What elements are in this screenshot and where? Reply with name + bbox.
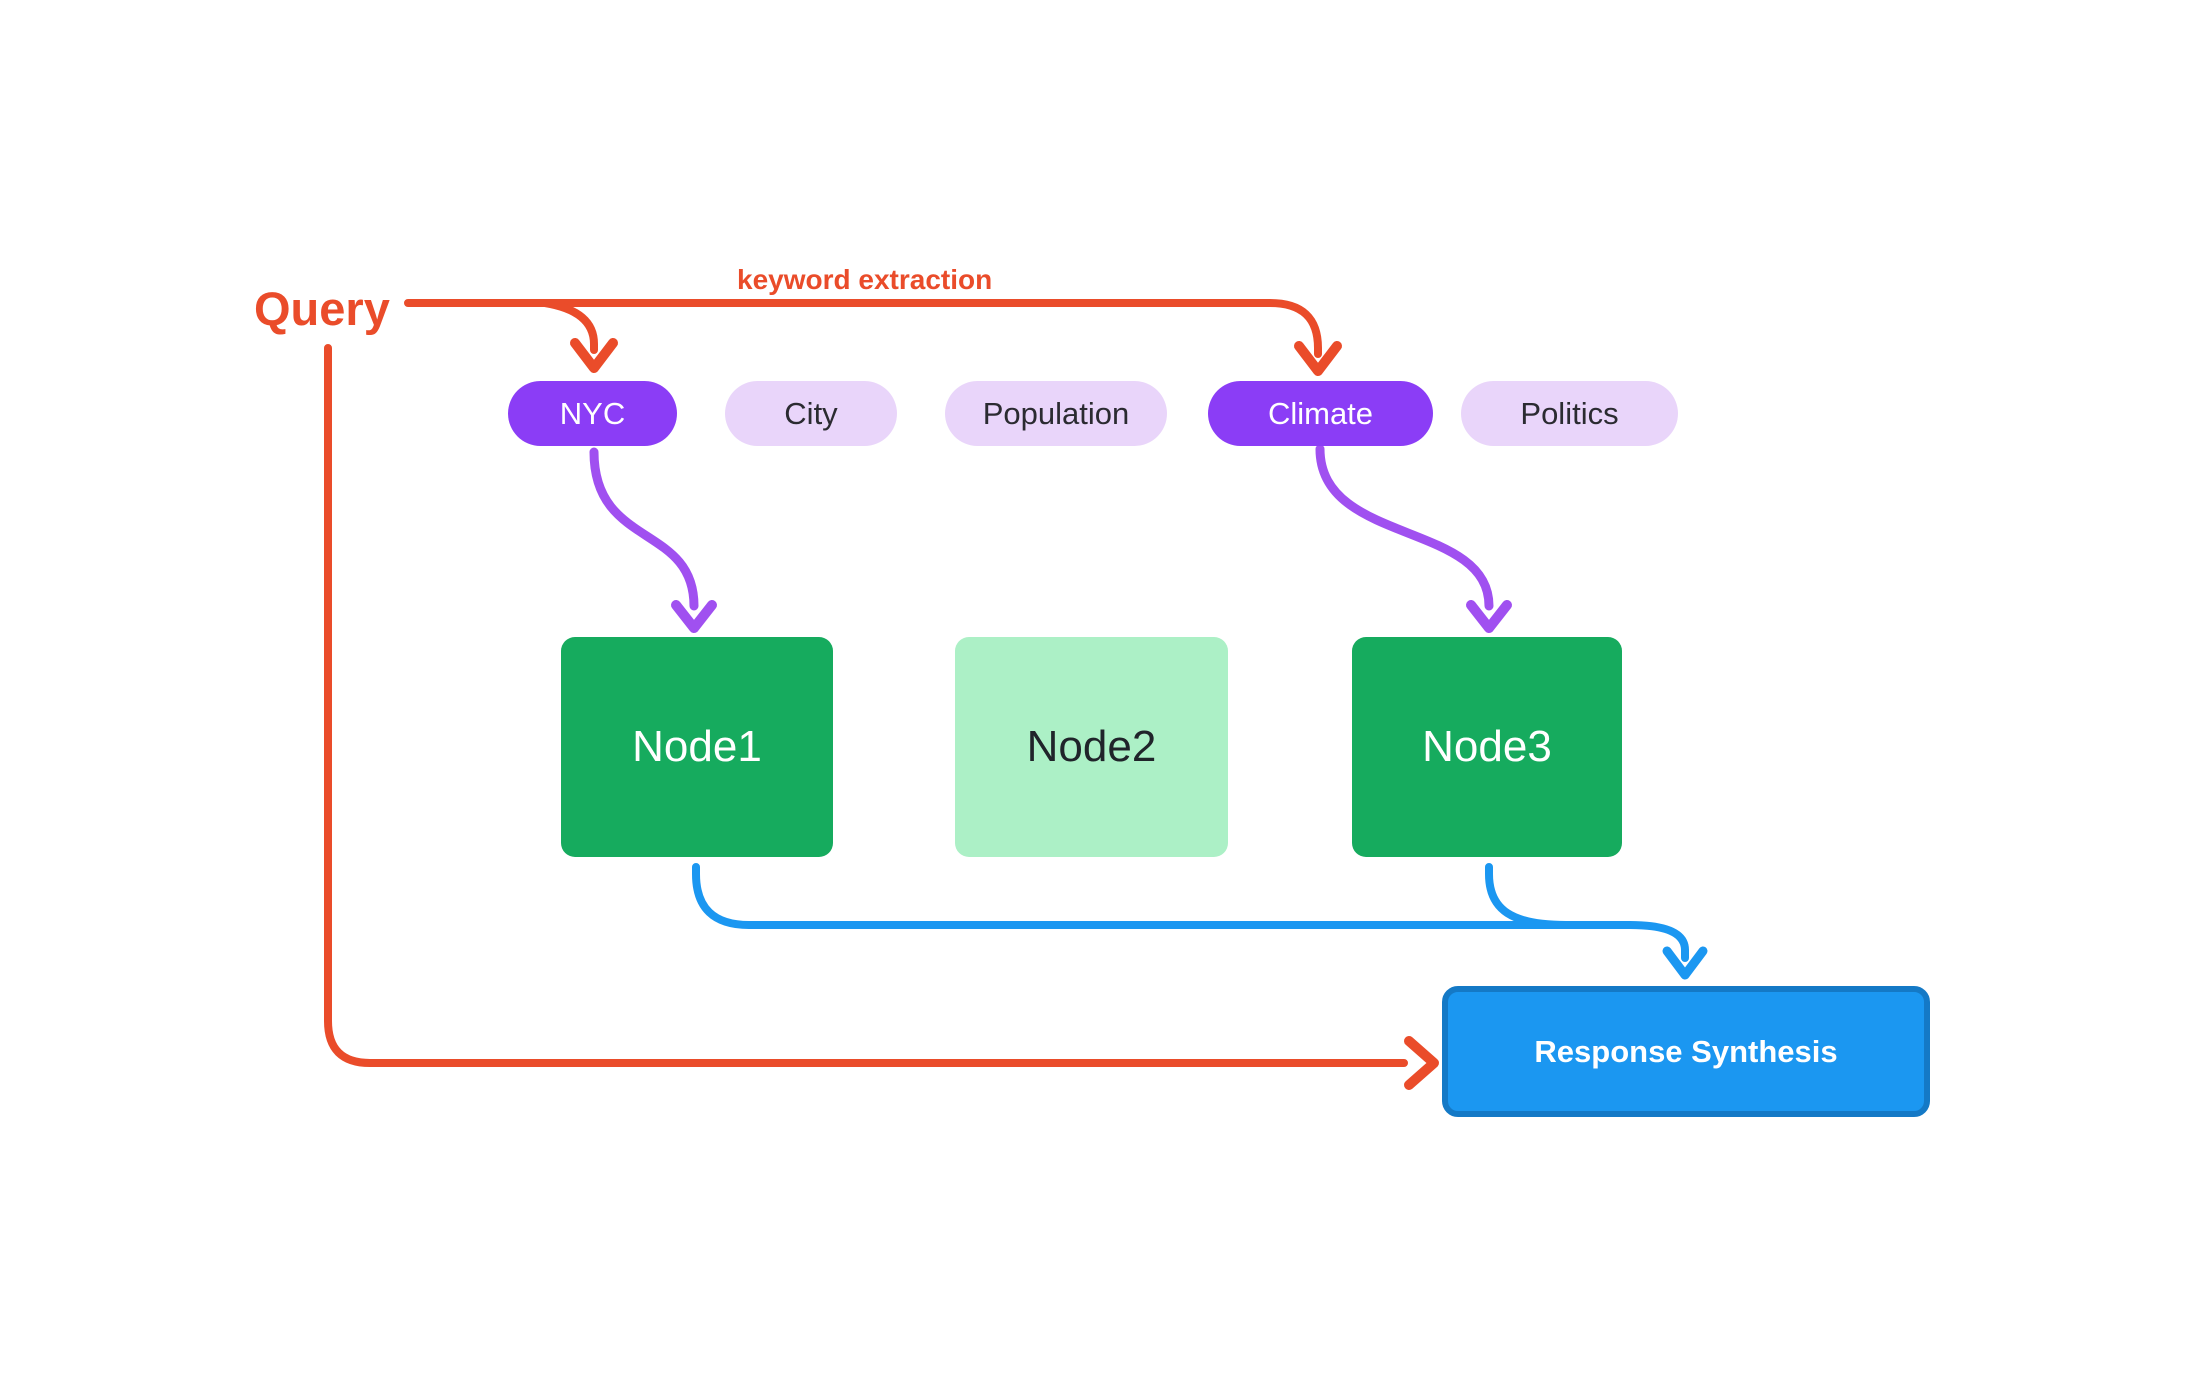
keyword-extraction-branch-nyc (541, 299, 598, 354)
keyword-pill-politics: Politics (1461, 381, 1678, 446)
keyword-pill-nyc: NYC (508, 381, 677, 446)
keyword-pill-city: City (725, 381, 897, 446)
keyword-pill-label: NYC (559, 395, 626, 431)
keyword-extraction-edge (404, 299, 1322, 358)
response-synthesis-label: Response Synthesis (1534, 1033, 1838, 1069)
arrowhead-down-node3-icon (1466, 600, 1512, 633)
response-synthesis-box: Response Synthesis (1442, 986, 1930, 1117)
arrowhead-down-response-icon (1662, 946, 1708, 980)
keyword-pill-climate: Climate (1208, 381, 1433, 446)
arrowhead-down-climate-icon (1294, 341, 1342, 376)
query-to-response-edge (324, 344, 1408, 1067)
nyc-to-node1-edge (589, 447, 699, 611)
node-label: Node2 (1026, 722, 1157, 771)
arrowhead-down-nyc-icon (570, 338, 618, 373)
keyword-pill-population: Population (945, 381, 1167, 446)
keyword-pill-label: Climate (1267, 395, 1374, 431)
node1-to-response-edge (692, 863, 1689, 962)
keyword-extraction-label: keyword extraction (737, 264, 993, 295)
node1-box: Node1 (561, 637, 833, 857)
climate-to-node3-edge (1315, 444, 1494, 611)
node3-to-response-edge (1485, 863, 1570, 929)
query-label: Query (254, 282, 390, 335)
keyword-pill-label: Population (982, 395, 1130, 431)
node-label: Node1 (632, 722, 762, 771)
keyword-pill-label: Politics (1520, 395, 1619, 431)
node-label: Node3 (1422, 722, 1552, 771)
arrowhead-right-response-icon (1404, 1036, 1439, 1090)
node2-box: Node2 (955, 637, 1228, 857)
keyword-pill-label: City (784, 395, 838, 431)
arrowhead-down-node1-icon (671, 600, 717, 633)
node3-box: Node3 (1352, 637, 1622, 857)
